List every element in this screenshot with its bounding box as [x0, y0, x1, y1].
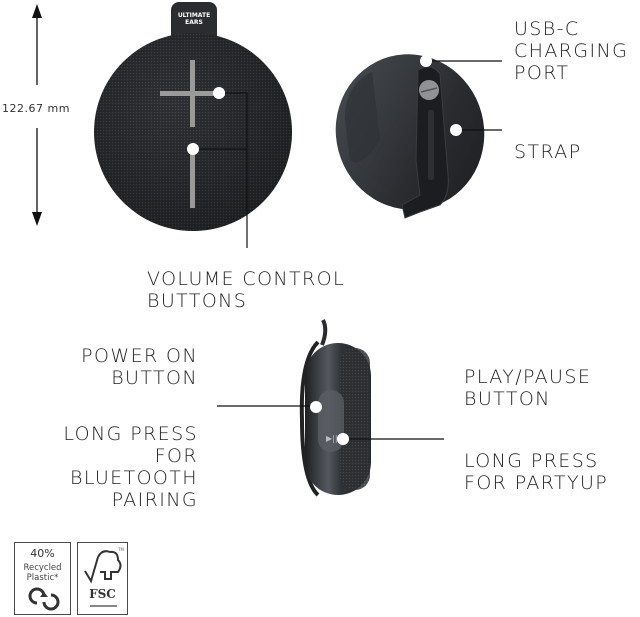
label-line: VOLUME CONTROL — [147, 268, 345, 290]
label-line: PAIRING — [111, 489, 198, 511]
back-callout-lines — [420, 55, 502, 136]
dimension-arrow — [32, 4, 42, 226]
label-line: FOR PARTYUP — [464, 472, 609, 494]
play-pause-label: PLAY/PAUSE BUTTON — [464, 366, 591, 410]
label-line: LONG PRESS — [63, 423, 198, 445]
recycled-line2: Plastic* — [26, 573, 59, 583]
recycle-icon — [28, 587, 60, 611]
strap-label: STRAP — [514, 141, 582, 163]
speaker-front-view — [94, 2, 292, 231]
label-line: BLUETOOTH — [69, 467, 198, 489]
label-line: BUTTONS — [147, 290, 248, 312]
height-dimension-label: 122.67 mm — [2, 102, 70, 115]
label-line: USB-C — [514, 18, 580, 40]
fsc-tree-icon: TM — [84, 547, 124, 607]
recycled-line1: Recycled — [23, 563, 62, 573]
fsc-label: FSC — [89, 587, 116, 601]
label-line: CHARGING — [514, 40, 629, 62]
volume-control-label: VOLUME CONTROL BUTTONS — [147, 268, 345, 312]
fsc-badge: TM FSC — [77, 542, 128, 615]
label-line: POWER ON — [81, 345, 198, 367]
label-line: BUTTON — [111, 367, 198, 389]
svg-text:▶||: ▶|| — [326, 434, 338, 443]
power-button-label: POWER ON BUTTON — [81, 345, 198, 389]
recycled-plastic-badge: 40% Recycled Plastic* — [14, 542, 71, 615]
speaker-side-view: ▶|| — [299, 319, 371, 497]
brand-tag-line2: EARS — [185, 19, 203, 26]
label-line: STRAP — [514, 141, 582, 163]
recycled-percent: 40% — [30, 547, 55, 560]
label-line: PORT — [514, 62, 570, 84]
volume-down-mark — [190, 150, 195, 208]
side-callout-lines — [217, 401, 444, 445]
svg-text:TM: TM — [117, 547, 124, 552]
label-line: BUTTON — [464, 388, 551, 410]
partyup-label: LONG PRESS FOR PARTYUP — [464, 450, 608, 494]
label-line: FOR — [154, 445, 198, 467]
bluetooth-pairing-label: LONG PRESS FOR BLUETOOTH PAIRING — [63, 423, 198, 511]
usb-c-port-label: USB-C CHARGING PORT — [514, 18, 628, 84]
label-line: PLAY/PAUSE — [464, 366, 592, 388]
label-line: LONG PRESS — [464, 450, 599, 472]
speaker-back-view — [335, 54, 485, 219]
brand-tag: ULTIMATE EARS — [171, 12, 217, 26]
brand-tag-line1: ULTIMATE — [177, 12, 211, 19]
volume-callout-lines — [187, 87, 248, 248]
